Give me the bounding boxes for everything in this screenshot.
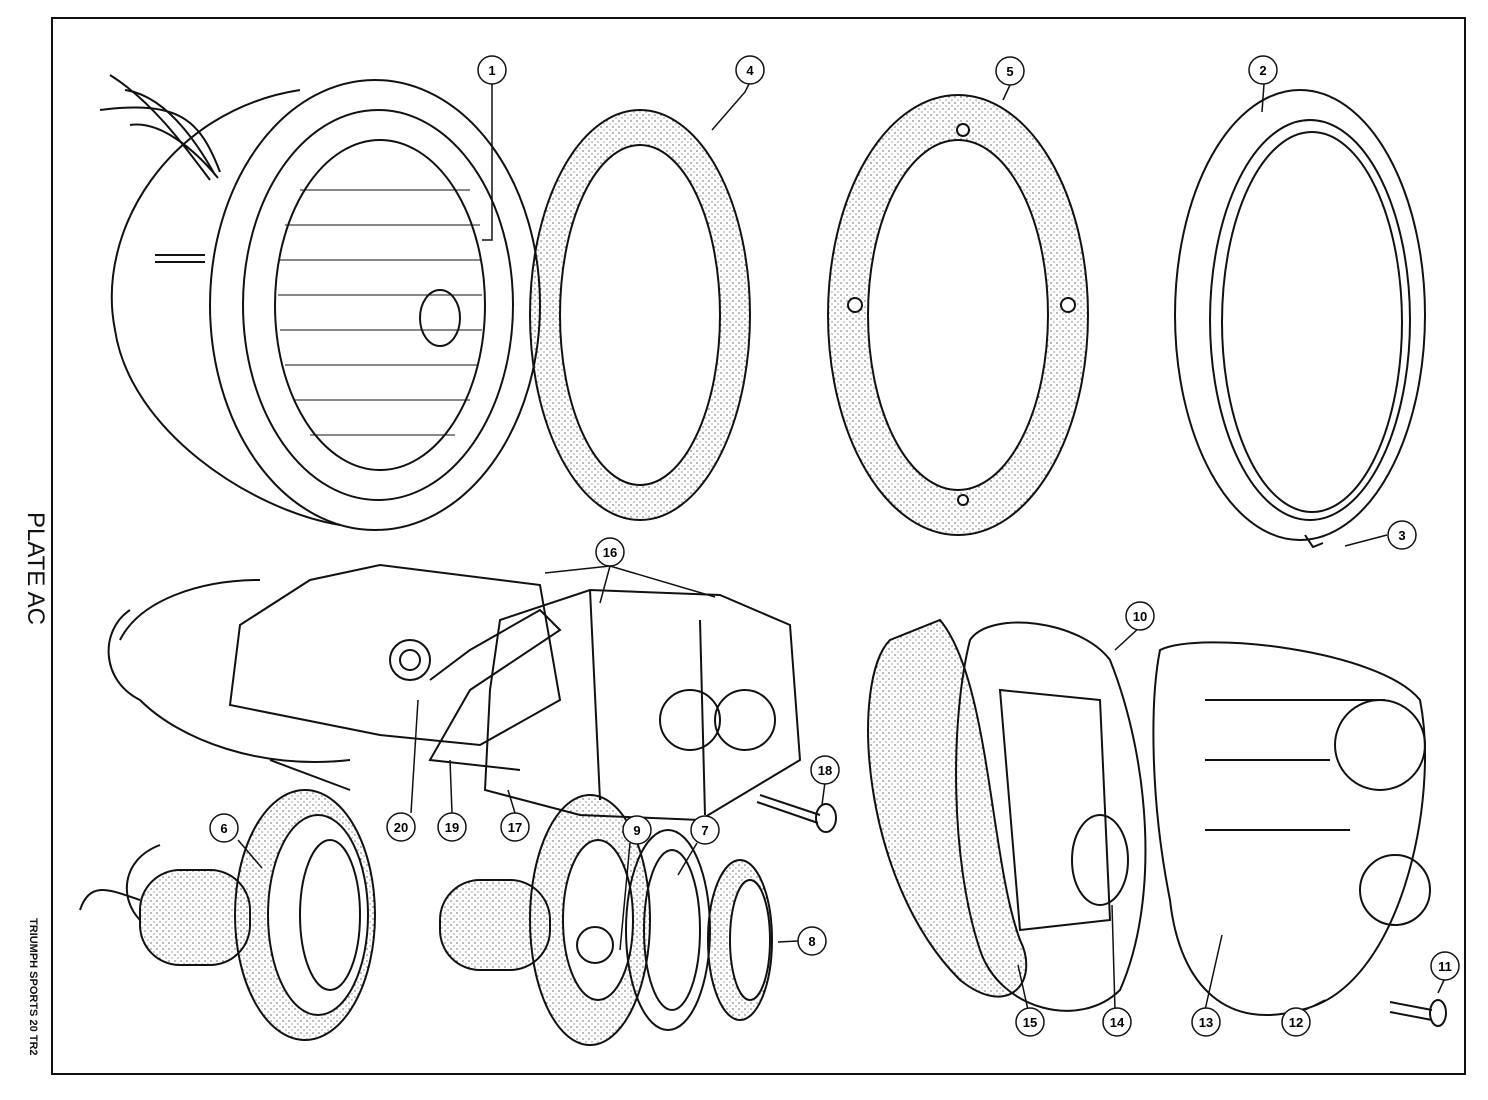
callout-3: 3 bbox=[1387, 520, 1417, 550]
callout-14: 14 bbox=[1102, 1007, 1132, 1037]
rear-lamp-plinth-10 bbox=[955, 621, 1147, 1012]
svg-text:16: 16 bbox=[603, 545, 617, 560]
screw-18 bbox=[756, 794, 837, 833]
svg-text:18: 18 bbox=[818, 763, 832, 778]
svg-text:2: 2 bbox=[1259, 63, 1266, 78]
svg-text:4: 4 bbox=[746, 63, 754, 78]
svg-text:11: 11 bbox=[1438, 959, 1452, 974]
callout-9: 9 bbox=[622, 815, 652, 845]
callout-2: 2 bbox=[1248, 55, 1278, 85]
svg-text:14: 14 bbox=[1110, 1015, 1125, 1030]
callout-1: 1 bbox=[477, 55, 507, 85]
plate-title: PLATE AC bbox=[22, 512, 49, 625]
svg-text:5: 5 bbox=[1006, 64, 1013, 79]
svg-text:20: 20 bbox=[394, 820, 408, 835]
svg-text:1: 1 bbox=[488, 63, 495, 78]
callout-19: 19 bbox=[437, 812, 467, 842]
svg-text:7: 7 bbox=[701, 823, 708, 838]
callout-6: 6 bbox=[209, 813, 239, 843]
callout-4: 4 bbox=[735, 55, 765, 85]
svg-text:8: 8 bbox=[808, 934, 815, 949]
rear-lamp-base-15 bbox=[867, 618, 1028, 998]
plate-footer: TRIUMPH SPORTS 20 TR2 bbox=[27, 918, 39, 1056]
number-plate-lamp-assembly bbox=[107, 563, 802, 822]
svg-text:6: 6 bbox=[220, 821, 227, 836]
svg-text:15: 15 bbox=[1023, 1015, 1037, 1030]
plate-border bbox=[51, 17, 1466, 1075]
svg-text:19: 19 bbox=[445, 820, 459, 835]
callout-15: 15 bbox=[1015, 1007, 1045, 1037]
gasket-rim-4 bbox=[529, 109, 751, 521]
gasket-rim-5 bbox=[827, 94, 1089, 536]
svg-text:9: 9 bbox=[633, 823, 640, 838]
callout-12: 12 bbox=[1281, 1007, 1311, 1037]
callout-17: 17 bbox=[500, 812, 530, 842]
side-lamp-6 bbox=[79, 789, 376, 1041]
svg-text:3: 3 bbox=[1398, 528, 1405, 543]
svg-text:13: 13 bbox=[1199, 1015, 1213, 1030]
svg-text:12: 12 bbox=[1289, 1015, 1303, 1030]
callout-18: 18 bbox=[810, 755, 840, 785]
headlamp-unit bbox=[99, 74, 541, 531]
side-lamp-body-9 bbox=[439, 794, 651, 1046]
callout-7: 7 bbox=[690, 815, 720, 845]
lens-8 bbox=[707, 859, 773, 1021]
callout-5: 5 bbox=[995, 56, 1025, 86]
callout-13: 13 bbox=[1191, 1007, 1221, 1037]
callout-16: 16 bbox=[595, 537, 625, 567]
headlamp-rim-2 bbox=[1174, 89, 1426, 549]
rear-lamp-cover-12 bbox=[1152, 641, 1431, 1016]
callout-8: 8 bbox=[797, 926, 827, 956]
screw-11 bbox=[1389, 999, 1447, 1027]
leader-lines bbox=[237, 83, 1446, 1011]
callout-20: 20 bbox=[386, 812, 416, 842]
svg-text:17: 17 bbox=[508, 820, 522, 835]
callout-11: 11 bbox=[1430, 951, 1460, 981]
svg-text:10: 10 bbox=[1133, 609, 1147, 624]
callout-10: 10 bbox=[1125, 601, 1155, 631]
